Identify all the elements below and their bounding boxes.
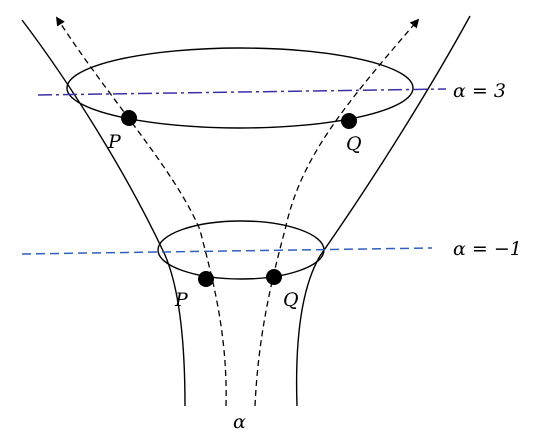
bottom-cross-section <box>157 220 325 280</box>
point-q-top <box>341 113 357 129</box>
level-line-alpha-minus-1 <box>21 247 433 255</box>
point-q-bottom <box>266 269 282 285</box>
label-p-top: P <box>107 131 122 153</box>
label-alpha-minus-1: α = −1 <box>453 238 522 260</box>
point-p-top <box>121 110 137 126</box>
funnel-left-wall <box>21 19 186 407</box>
top-cross-section <box>66 47 414 129</box>
right-trajectory <box>254 18 420 407</box>
label-p-bottom: P <box>174 289 189 311</box>
label-q-top: Q <box>346 133 362 155</box>
left-trajectory <box>56 16 227 407</box>
axis-label-alpha: α <box>233 411 246 433</box>
point-p-bottom <box>198 271 214 287</box>
label-q-bottom: Q <box>283 289 299 311</box>
label-alpha-3: α = 3 <box>453 80 506 102</box>
funnel-right-wall <box>295 15 471 407</box>
level-line-alpha-3 <box>37 88 447 96</box>
